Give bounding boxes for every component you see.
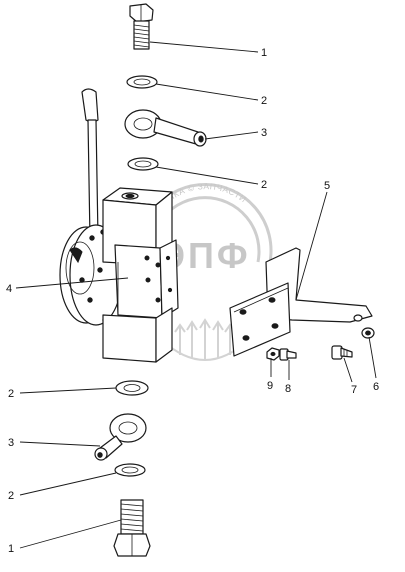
callout-2-d: 2 — [8, 490, 14, 502]
hand-pump-icon — [59, 88, 179, 363]
callout-1-bottom: 1 — [8, 543, 14, 555]
callout-5: 5 — [324, 180, 330, 192]
hollow-bolt-icon — [129, 3, 154, 50]
banjo-fitting-icon — [124, 109, 207, 147]
callout-3-top: 3 — [261, 127, 267, 139]
banjo-fitting-icon — [94, 413, 147, 461]
hollow-bolt-icon — [113, 499, 151, 557]
callout-7: 7 — [351, 384, 357, 396]
bolt-icon — [331, 345, 353, 360]
washer-icon — [361, 327, 375, 339]
washer-icon — [127, 157, 159, 171]
washer-icon — [114, 463, 146, 477]
washer-icon — [115, 380, 149, 396]
callout-2-c: 2 — [8, 388, 14, 400]
callout-9: 9 — [267, 380, 273, 392]
callout-4: 4 — [6, 283, 12, 295]
washer-icon — [126, 75, 158, 89]
callout-3-bottom: 3 — [8, 437, 14, 449]
callout-2-b: 2 — [261, 179, 267, 191]
callout-8: 8 — [285, 383, 291, 395]
nut-icon — [266, 347, 280, 361]
callout-6: 6 — [373, 381, 379, 393]
mounting-bracket-icon — [229, 247, 373, 357]
callout-1-top: 1 — [261, 47, 267, 59]
callout-2-a: 2 — [261, 95, 267, 107]
leader-lines — [15, 41, 377, 549]
bolt-icon — [279, 348, 297, 361]
